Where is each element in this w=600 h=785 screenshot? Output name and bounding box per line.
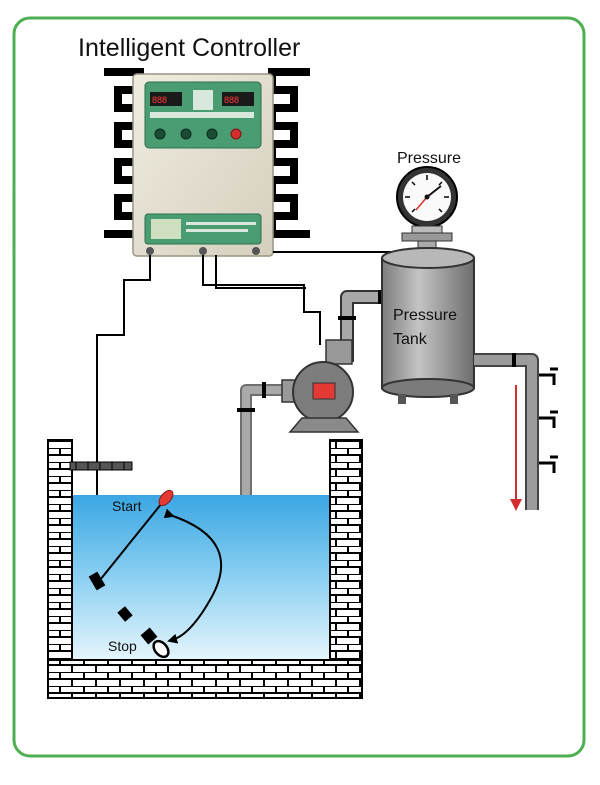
- faucet-icon: [539, 410, 558, 428]
- faucet-icon: [539, 455, 558, 473]
- gauge-label: Pressure: [397, 150, 461, 167]
- controller-box-icon: 888 888: [132, 73, 274, 257]
- svg-text:888: 888: [152, 95, 167, 105]
- diagram-title: Intelligent Controller: [78, 34, 300, 62]
- svg-text:888: 888: [224, 95, 239, 105]
- outlet-pipe: [474, 353, 539, 510]
- faucet-icon: [539, 367, 558, 385]
- float-mount: [69, 461, 133, 471]
- tank-label-line1: Pressure: [393, 307, 457, 324]
- water-reservoir: [71, 495, 330, 660]
- reservoir-wall: [47, 439, 363, 699]
- float-arc-arrow: [163, 508, 223, 644]
- start-label: Start: [112, 498, 142, 514]
- pump-icon: [281, 339, 360, 433]
- float-switch-icon: [88, 489, 174, 659]
- tank-label-line2: Tank: [393, 331, 428, 348]
- stop-label: Stop: [108, 638, 137, 654]
- pressure-gauge-icon: [396, 166, 458, 252]
- pressure-tank: [381, 247, 475, 404]
- control-wiring: [96, 251, 400, 585]
